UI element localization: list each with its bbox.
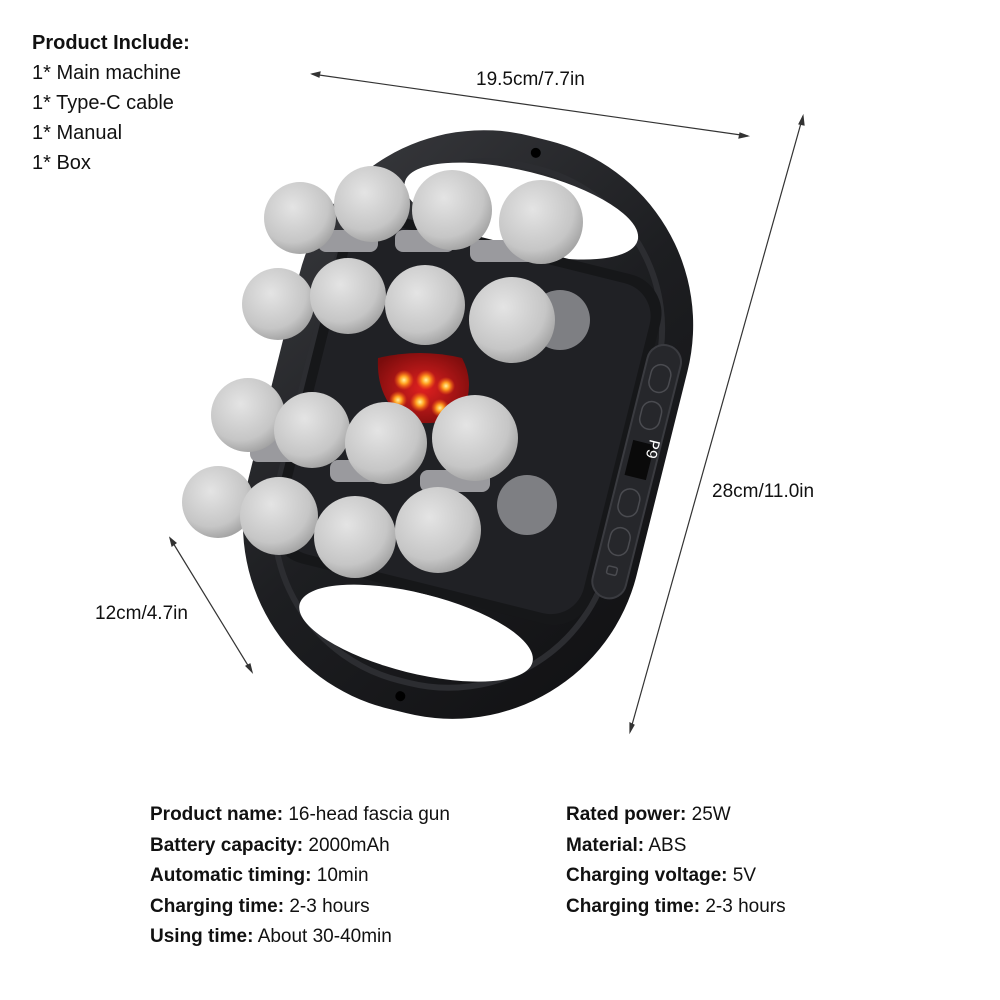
- package-title: Product Include:: [32, 32, 190, 54]
- spec-value: 10min: [316, 865, 369, 886]
- spec-value: 2-3 hours: [289, 895, 370, 917]
- package-item: 1* Type-C cable: [32, 92, 174, 114]
- spec-value: 5V: [732, 865, 757, 886]
- spec-label: Rated power:: [566, 804, 687, 825]
- package-item: 1* Box: [32, 152, 91, 174]
- spec-label: Charging time:: [566, 895, 701, 917]
- spec-label: Charging time:: [150, 895, 285, 917]
- spec-value: 2000mAh: [308, 834, 390, 856]
- spec-row: Charging time: 2-3 hours: [150, 892, 450, 923]
- spec-value: 25W: [691, 804, 731, 825]
- width-dimension-label: 19.5cm/7.7in: [476, 69, 585, 90]
- spec-label: Using time:: [150, 926, 254, 947]
- spec-value: 2-3 hours: [705, 895, 786, 917]
- spec-label: Automatic timing:: [150, 865, 312, 886]
- specs-left-column: Product name: 16-head fascia gun Battery…: [150, 800, 450, 953]
- depth-dimension-label: 12cm/4.7in: [95, 603, 188, 624]
- dimension-arrows: [168, 71, 805, 735]
- spec-value: 16-head fascia gun: [288, 804, 450, 825]
- spec-row: Using time: About 30-40min: [150, 922, 450, 953]
- spec-row: Charging time: 2-3 hours: [566, 892, 786, 923]
- massage-heads-top: [242, 166, 583, 363]
- spec-row: Rated power: 25W: [566, 800, 786, 831]
- spec-label: Product name:: [150, 804, 284, 825]
- spec-label: Battery capacity:: [150, 834, 304, 856]
- package-item: 1* Main machine: [32, 62, 181, 84]
- package-contents: Product Include: 1* Main machine 1* Type…: [32, 28, 190, 178]
- spec-row: Charging voltage: 5V: [566, 861, 786, 892]
- specs-right-column: Rated power: 25W Material: ABS Charging …: [566, 800, 786, 922]
- spec-value: ABS: [648, 834, 687, 856]
- spec-row: Automatic timing: 10min: [150, 861, 450, 892]
- massage-heads-bottom: [182, 378, 518, 578]
- spec-label: Material:: [566, 834, 645, 856]
- spec-row: Battery capacity: 2000mAh: [150, 831, 450, 862]
- spec-label: Charging voltage:: [566, 865, 728, 886]
- height-dimension-label: 28cm/11.0in: [712, 481, 815, 502]
- spec-row: Material: ABS: [566, 831, 786, 862]
- spec-value: About 30-40min: [257, 926, 392, 947]
- spec-row: Product name: 16-head fascia gun: [150, 800, 450, 831]
- package-item: 1* Manual: [32, 122, 123, 144]
- display-readout: P9: [641, 438, 663, 461]
